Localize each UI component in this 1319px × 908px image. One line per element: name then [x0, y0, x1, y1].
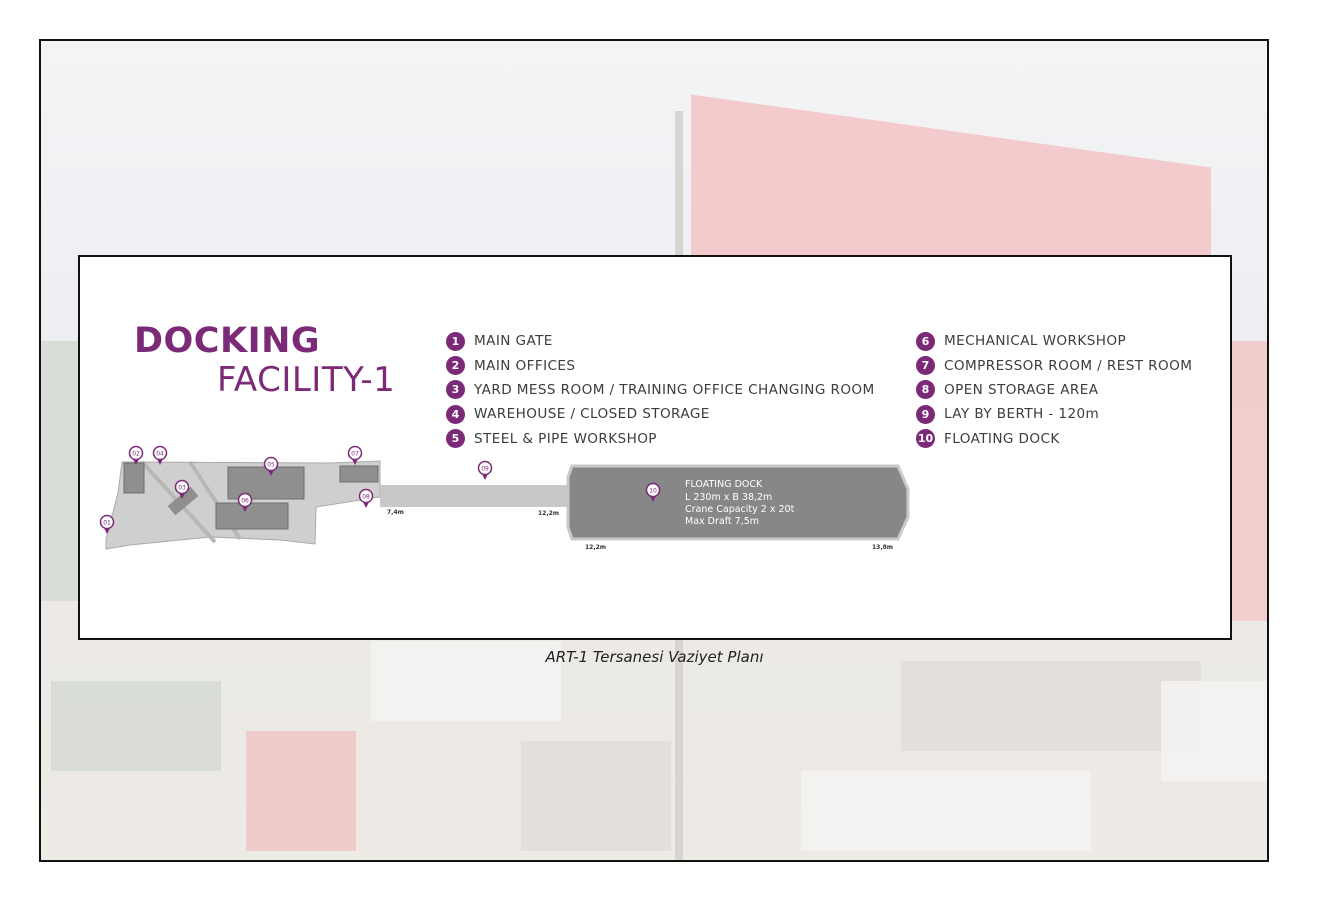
- dock-info-dimensions: L 230m x B 38,2m: [685, 492, 772, 503]
- building-yard-mess: [167, 486, 199, 516]
- map-marker-01: 01: [99, 514, 115, 534]
- legend-label: LAY BY BERTH - 120m: [944, 406, 1100, 423]
- legend-label: MECHANICAL WORKSHOP: [944, 333, 1127, 350]
- legend-item: 6 MECHANICAL WORKSHOP: [916, 329, 1192, 353]
- legend-label: COMPRESSOR ROOM / REST ROOM: [944, 357, 1193, 374]
- marker-label: 09: [481, 466, 489, 473]
- building-mechanical-workshop: [215, 502, 289, 530]
- legend-item: 1 MAIN GATE: [446, 329, 875, 353]
- map-marker-08: 08: [358, 488, 374, 508]
- legend-number: 3: [446, 380, 465, 400]
- map-marker-02: 02: [128, 445, 144, 465]
- depth-label: 12,2m: [538, 510, 559, 517]
- depth-label: 13,8m: [872, 544, 893, 551]
- marker-label: 01: [103, 520, 111, 527]
- legend-item: 5 STEEL & PIPE WORKSHOP: [446, 427, 875, 451]
- legend-column-right: 6 MECHANICAL WORKSHOP 7 COMPRESSOR ROOM / …: [916, 329, 1192, 451]
- lay-by-berth: [380, 485, 568, 507]
- building-warehouse: [227, 466, 305, 500]
- marker-label: 06: [241, 498, 249, 505]
- background-building: [1161, 681, 1267, 781]
- background-building: [371, 641, 561, 721]
- legend-label: YARD MESS ROOM / TRAINING OFFICE CHANGIN…: [474, 381, 875, 398]
- legend-number: 6: [916, 331, 935, 351]
- plan-title-line1: DOCKING: [134, 321, 321, 361]
- map-marker-09: 09: [477, 460, 493, 480]
- legend-label: STEEL & PIPE WORKSHOP: [474, 430, 657, 447]
- legend-number: 4: [446, 404, 465, 424]
- map-marker-04: 04: [152, 445, 168, 465]
- dock-info-crane: Crane Capacity 2 x 20t: [685, 504, 795, 515]
- legend-item: 4 WAREHOUSE / CLOSED STORAGE: [446, 402, 875, 426]
- marker-label: 02: [132, 451, 140, 458]
- legend-item: 9 LAY BY BERTH - 120m: [916, 402, 1192, 426]
- marker-label: 07: [351, 451, 359, 458]
- depth-label: 12,2m: [585, 544, 606, 551]
- legend-number: 9: [916, 404, 935, 424]
- marker-label: 05: [267, 462, 275, 469]
- map-marker-10: 10: [645, 482, 661, 502]
- legend-label: OPEN STORAGE AREA: [944, 381, 1099, 398]
- site-plan-map: FLOATING DOCK L 230m x B 38,2m Crane Cap…: [99, 445, 910, 551]
- legend-number: 5: [446, 429, 465, 449]
- legend-item: 10 FLOATING DOCK: [916, 427, 1192, 451]
- legend-item: 2 MAIN OFFICES: [446, 353, 875, 377]
- legend-item: 3 YARD MESS ROOM / TRAINING OFFICE CHANGI…: [446, 378, 875, 402]
- depth-label: 7,4m: [387, 509, 404, 516]
- background-harbor: [41, 341, 81, 601]
- background-building: [51, 681, 221, 771]
- legend-number: 8: [916, 380, 935, 400]
- map-marker-06: 06: [237, 492, 253, 512]
- legend-number: 1: [446, 331, 465, 351]
- building-compressor-room: [339, 465, 379, 483]
- marker-label: 08: [362, 494, 370, 501]
- dock-info-draft: Max Draft 7,5m: [685, 516, 759, 527]
- background-building: [246, 731, 356, 851]
- background-building: [801, 771, 1091, 851]
- marker-label: 10: [649, 488, 657, 495]
- marker-label: 03: [178, 485, 186, 492]
- plan-title-line2: FACILITY-1: [217, 360, 396, 400]
- legend-column-left: 1 MAIN GATE 2 MAIN OFFICES 3 YARD MESS ROOM…: [446, 329, 875, 451]
- legend-number: 7: [916, 356, 935, 376]
- dock-info-name: FLOATING DOCK: [685, 479, 763, 490]
- background-ship: [901, 661, 1201, 751]
- map-marker-07: 07: [347, 445, 363, 465]
- legend-number: 2: [446, 356, 465, 376]
- legend-label: WAREHOUSE / CLOSED STORAGE: [474, 406, 710, 423]
- marker-label: 04: [156, 451, 164, 458]
- legend-number: 10: [916, 429, 935, 449]
- legend-label: MAIN GATE: [474, 333, 553, 350]
- map-marker-03: 03: [174, 479, 190, 499]
- building-main-offices: [123, 462, 145, 494]
- legend-label: FLOATING DOCK: [944, 430, 1060, 447]
- legend-label: MAIN OFFICES: [474, 357, 576, 374]
- site-plan-card: DOCKING FACILITY-1 1 MAIN GATE 2 MAIN OFFI…: [78, 255, 1232, 640]
- legend-item: 7 COMPRESSOR ROOM / REST ROOM: [916, 353, 1192, 377]
- figure-caption: ART-1 Tersanesi Vaziyet Planı: [545, 648, 764, 666]
- legend-item: 8 OPEN STORAGE AREA: [916, 378, 1192, 402]
- map-marker-05: 05: [263, 456, 279, 476]
- background-building: [521, 741, 671, 851]
